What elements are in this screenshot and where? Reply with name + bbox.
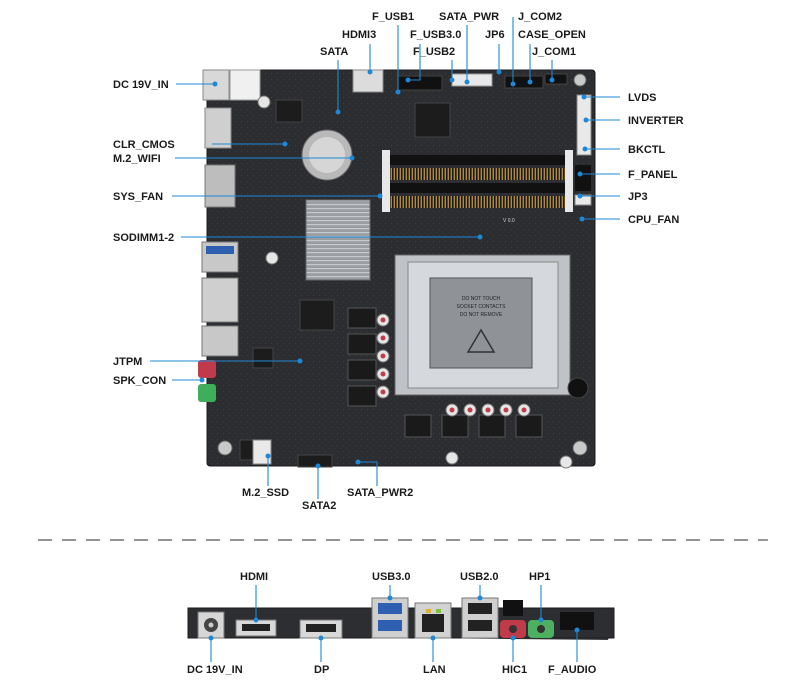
label-jp6: JP6 xyxy=(485,29,505,41)
board-labels-right: LVDS INVERTER BKCTL F_PANEL JP3 CPU_FAN xyxy=(628,92,684,226)
label-io-usb3: USB3.0 xyxy=(372,571,411,583)
silk-version: V 0.0 xyxy=(503,218,515,224)
lan-port-icon xyxy=(201,277,239,323)
label-inverter: INVERTER xyxy=(628,115,684,127)
label-sata-pwr: SATA_PWR xyxy=(439,11,499,23)
label-f-panel: F_PANEL xyxy=(628,169,678,181)
label-io-dp: DP xyxy=(314,664,329,676)
io-labels-top: HDMI USB3.0 USB2.0 HP1 xyxy=(240,571,550,583)
leader-lines-right xyxy=(577,94,620,222)
cpu-socket-text: DO NOT TOUCH SOCKET CONTACTS DO NOT REMO… xyxy=(457,296,507,318)
label-sata: SATA xyxy=(320,46,348,58)
label-io-f-audio: F_AUDIO xyxy=(548,664,597,676)
label-case-open: CASE_OPEN xyxy=(518,29,586,41)
leader-lines-bottom xyxy=(265,453,378,499)
dc-jack-icon xyxy=(202,69,230,101)
label-f-usb2: F_USB2 xyxy=(413,46,455,58)
board-labels-bottom: M.2_SSD SATA2 SATA_PWR2 xyxy=(242,487,413,512)
label-jtpm: JTPM xyxy=(113,356,142,368)
svg-text:SOCKET CONTACTS: SOCKET CONTACTS xyxy=(457,304,507,310)
label-lvds: LVDS xyxy=(628,92,657,104)
leader-lines-left xyxy=(150,81,483,383)
label-j-com1: J_COM1 xyxy=(532,46,576,58)
label-dc-19v-in: DC 19V_IN xyxy=(113,79,169,91)
label-hdmi3: HDMI3 xyxy=(342,29,376,41)
io-labels-bottom: DC 19V_IN DP LAN HIC1 F_AUDIO xyxy=(187,664,597,676)
label-f-usb1: F_USB1 xyxy=(372,11,414,23)
label-sata2: SATA2 xyxy=(302,500,336,512)
label-spk-con: SPK_CON xyxy=(113,375,166,387)
board-labels-left: DC 19V_IN CLR_CMOS M.2_WIFI SYS_FAN SODI… xyxy=(113,79,175,387)
label-sata-pwr2: SATA_PWR2 xyxy=(347,487,413,499)
label-cpu-fan: CPU_FAN xyxy=(628,214,679,226)
rear-io-panel xyxy=(187,597,615,640)
board-labels-top: F_USB1 SATA_PWR J_COM2 HDMI3 F_USB3.0 JP… xyxy=(320,11,586,58)
label-sys-fan: SYS_FAN xyxy=(113,191,163,203)
label-io-hdmi: HDMI xyxy=(240,571,268,583)
label-io-lan: LAN xyxy=(423,664,446,676)
label-io-hp1: HP1 xyxy=(529,571,550,583)
label-clr-cmos: CLR_CMOS xyxy=(113,139,175,151)
svg-text:DO NOT TOUCH: DO NOT TOUCH xyxy=(462,296,501,302)
svg-text:DO NOT REMOVE: DO NOT REMOVE xyxy=(460,312,503,318)
label-jp3: JP3 xyxy=(628,191,648,203)
label-f-usb3-0: F_USB3.0 xyxy=(410,29,461,41)
label-io-usb2: USB2.0 xyxy=(460,571,499,583)
motherboard: V 0.0 DO NOT TOUCH SOCKET CONTACTS DO NO… xyxy=(198,69,596,469)
f-audio-header-icon xyxy=(560,612,594,630)
label-io-dc: DC 19V_IN xyxy=(187,664,243,676)
label-m2-ssd: M.2_SSD xyxy=(242,487,289,499)
label-sodimm1-2: SODIMM1-2 xyxy=(113,232,174,244)
label-io-hic1: HIC1 xyxy=(502,664,527,676)
label-bkctl: BKCTL xyxy=(628,144,666,156)
lan-rear-port-icon xyxy=(414,602,452,639)
warning-icon xyxy=(466,328,496,353)
label-j-com2: J_COM2 xyxy=(518,11,562,23)
label-m2-wifi: M.2_WIFI xyxy=(113,153,161,165)
io-leader-lines xyxy=(208,585,580,662)
leader-lines-top xyxy=(335,17,555,115)
